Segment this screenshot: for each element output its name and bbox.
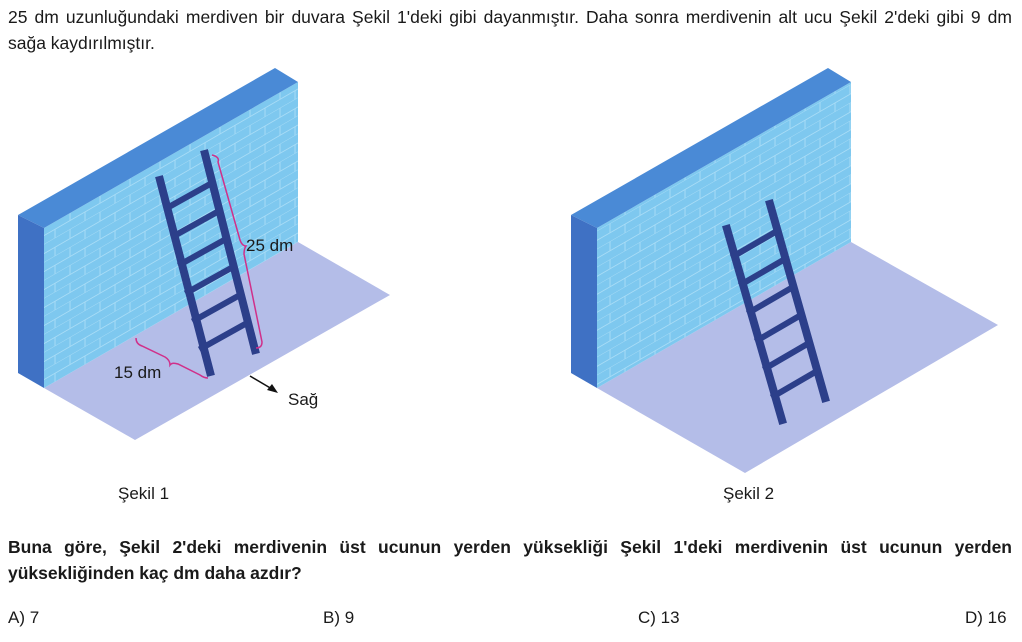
ladder-length-brace xyxy=(211,154,263,349)
option-a[interactable]: A) 7 xyxy=(8,608,40,627)
ladder xyxy=(155,149,260,377)
intro-text: 25 dm uzunluğundaki merdiven bir duvara … xyxy=(8,7,1012,53)
figure-1-caption: Şekil 1 xyxy=(118,484,170,503)
distance-brace xyxy=(135,337,209,379)
wall-top xyxy=(571,68,851,228)
direction-label: Sağ xyxy=(288,390,318,409)
distance-label: 15 dm xyxy=(114,363,161,382)
option-b[interactable]: B) 9 xyxy=(323,608,355,627)
ladder xyxy=(722,199,830,425)
ladder-length-label: 25 dm xyxy=(246,236,293,255)
option-c[interactable]: C) 13 xyxy=(638,608,680,627)
direction-arrow xyxy=(249,375,273,390)
floor xyxy=(597,242,998,473)
figure-2-caption: Şekil 2 xyxy=(723,484,775,503)
figure-2 xyxy=(571,68,998,473)
option-d[interactable]: D) 16 xyxy=(965,608,1007,627)
wall-side xyxy=(18,215,44,388)
wall-side xyxy=(571,215,597,388)
figure-1: 25 dm 15 dm Sağ xyxy=(18,68,390,440)
wall-top xyxy=(18,68,298,228)
question-text: Buna göre, Şekil 2'deki merdivenin üst u… xyxy=(8,537,1012,583)
